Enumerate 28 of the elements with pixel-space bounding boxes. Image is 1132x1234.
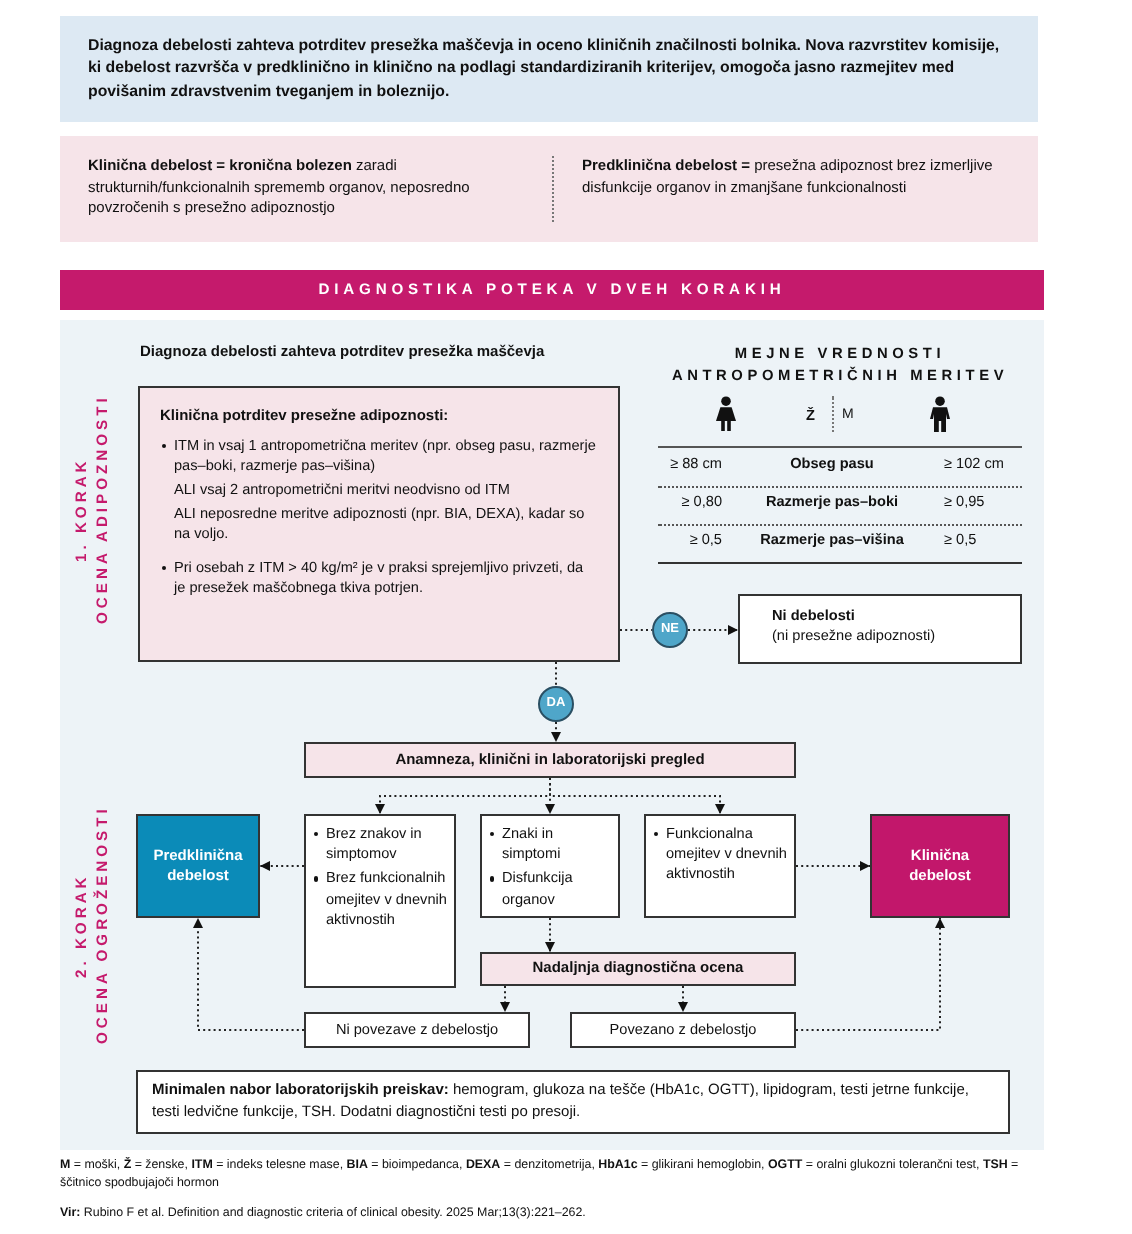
arrow bbox=[259, 861, 305, 871]
criteria-box bbox=[304, 814, 456, 988]
decision-badge bbox=[652, 612, 688, 648]
result-box bbox=[304, 1012, 530, 1048]
criteria-box bbox=[644, 814, 796, 918]
arrow bbox=[795, 861, 871, 871]
section-header-bar bbox=[60, 270, 1044, 310]
process-box bbox=[480, 952, 796, 986]
arrow bbox=[678, 985, 688, 1013]
result-box bbox=[570, 1012, 796, 1048]
arrow bbox=[500, 985, 510, 1013]
intro-box bbox=[60, 16, 1038, 122]
outcome-box bbox=[870, 814, 1010, 918]
arrow bbox=[193, 917, 305, 1031]
outcome-box bbox=[136, 814, 260, 918]
step-panel bbox=[60, 700, 1044, 1150]
arrow bbox=[545, 917, 555, 953]
process-box bbox=[304, 742, 796, 778]
lab-tests-box bbox=[136, 1070, 1010, 1134]
criteria-box bbox=[480, 814, 620, 918]
arrow bbox=[687, 625, 739, 635]
arrow bbox=[551, 721, 561, 743]
arrow bbox=[795, 917, 945, 1031]
definition-band bbox=[60, 136, 1038, 242]
arrow bbox=[549, 777, 725, 815]
criteria-box bbox=[138, 386, 620, 662]
step-panel bbox=[60, 320, 1044, 700]
result-box bbox=[738, 594, 1022, 664]
